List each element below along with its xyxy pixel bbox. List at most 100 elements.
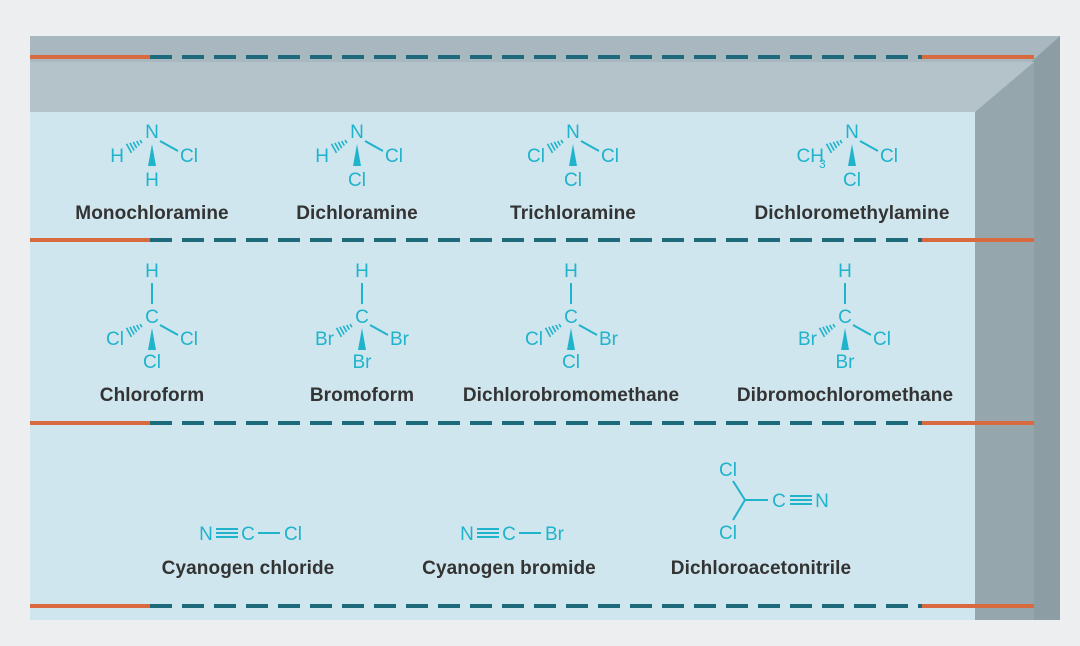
hashed-bond — [829, 324, 833, 331]
wedge-bond — [569, 144, 577, 166]
hashed-bond — [825, 143, 833, 154]
hashed-bond — [349, 323, 353, 328]
atom-bottom: Cl — [719, 523, 737, 544]
hashed-bond — [822, 326, 828, 335]
compound-name: Dichloromethylamine — [754, 203, 949, 224]
hashed-bond — [330, 143, 338, 154]
atom-left: Cl — [527, 146, 545, 167]
atom-halogen: Br — [545, 524, 565, 545]
compound-name: Dibromochloromethane — [737, 385, 953, 406]
single-bond — [369, 324, 389, 336]
atom-left: CH — [797, 146, 824, 167]
compound-name: Trichloramine — [510, 203, 636, 224]
hashed-bond — [342, 325, 348, 333]
atom-bottom: H — [145, 170, 159, 191]
atom-nitrogen: N — [460, 524, 474, 545]
hashed-bond — [346, 324, 350, 331]
frame-top-inner — [30, 62, 1034, 112]
atom-center: N — [566, 122, 580, 143]
compound-name: Chloroform — [100, 385, 204, 406]
atom-left: Cl — [525, 329, 543, 350]
hashed-bond — [139, 139, 143, 144]
hashed-bond — [829, 142, 835, 151]
compound-name: Cyanogen chloride — [162, 558, 335, 579]
atom-top: Cl — [719, 460, 737, 481]
compound-name: Dichlorobromomethane — [463, 385, 679, 406]
hashed-bond — [129, 142, 135, 151]
single-bond — [732, 499, 746, 521]
atom-bottom: Br — [353, 352, 373, 373]
frame-bevel — [975, 56, 1034, 620]
single-bond — [159, 324, 179, 336]
panel-background — [30, 112, 975, 620]
wedge-bond — [148, 328, 156, 350]
atom-left: H — [315, 146, 329, 167]
dashed-dividers — [30, 55, 1034, 608]
hashed-bond — [139, 323, 143, 328]
wedge-bond — [358, 328, 366, 350]
atom-center: C — [145, 307, 159, 328]
hashed-bond — [125, 327, 133, 338]
hashed-bond — [839, 139, 843, 144]
atom-bottom: Br — [836, 352, 856, 373]
hashed-bond — [544, 327, 552, 338]
hashed-bond — [339, 326, 345, 335]
hashed-bond — [557, 140, 561, 147]
hashed-bond — [548, 326, 554, 335]
atom-right: Cl — [880, 146, 898, 167]
hashed-bond — [560, 139, 564, 144]
atom-bottom: Cl — [562, 352, 580, 373]
single-bond — [159, 140, 179, 152]
single-bond — [732, 480, 746, 501]
atom-bottom: Cl — [143, 352, 161, 373]
hashed-bond — [125, 143, 133, 154]
hashed-bond — [832, 141, 838, 149]
atom-center: N — [845, 122, 859, 143]
atom-right: Br — [390, 329, 410, 350]
hashed-bond — [546, 143, 554, 154]
atom-left-subscript: 3 — [819, 157, 826, 171]
atom-top: H — [145, 261, 159, 282]
atom-top: H — [564, 261, 578, 282]
atom-carbon: C — [241, 524, 255, 545]
hashed-bond — [129, 326, 135, 335]
atom-right: Cl — [873, 329, 891, 350]
compound-name: Dichloroacetonitrile — [671, 558, 851, 579]
hashed-bond — [555, 324, 559, 331]
wedge-bond — [148, 144, 156, 166]
hashed-bond — [825, 325, 831, 333]
atom-carbon: C — [502, 524, 516, 545]
atom-bottom: Cl — [564, 170, 582, 191]
hashed-bond — [136, 324, 140, 331]
single-bond — [578, 324, 598, 336]
atom-nitrogen: N — [815, 491, 829, 512]
atom-center: C — [564, 307, 578, 328]
compound-name: Cyanogen bromide — [422, 558, 596, 579]
wedge-bond — [353, 144, 361, 166]
atom-right: Cl — [385, 146, 403, 167]
hashed-bond — [558, 323, 562, 328]
atom-bottom: Cl — [843, 170, 861, 191]
atom-left: Br — [798, 329, 818, 350]
hashed-bond — [550, 142, 556, 151]
compound-name: Bromoform — [310, 385, 414, 406]
hashed-bond — [341, 140, 345, 147]
atom-left: Cl — [106, 329, 124, 350]
hashed-bond — [337, 141, 343, 149]
hashed-bond — [335, 327, 343, 338]
atom-carbon: C — [772, 491, 786, 512]
atom-center: C — [355, 307, 369, 328]
hashed-bond — [818, 327, 826, 338]
single-bond — [364, 140, 384, 152]
